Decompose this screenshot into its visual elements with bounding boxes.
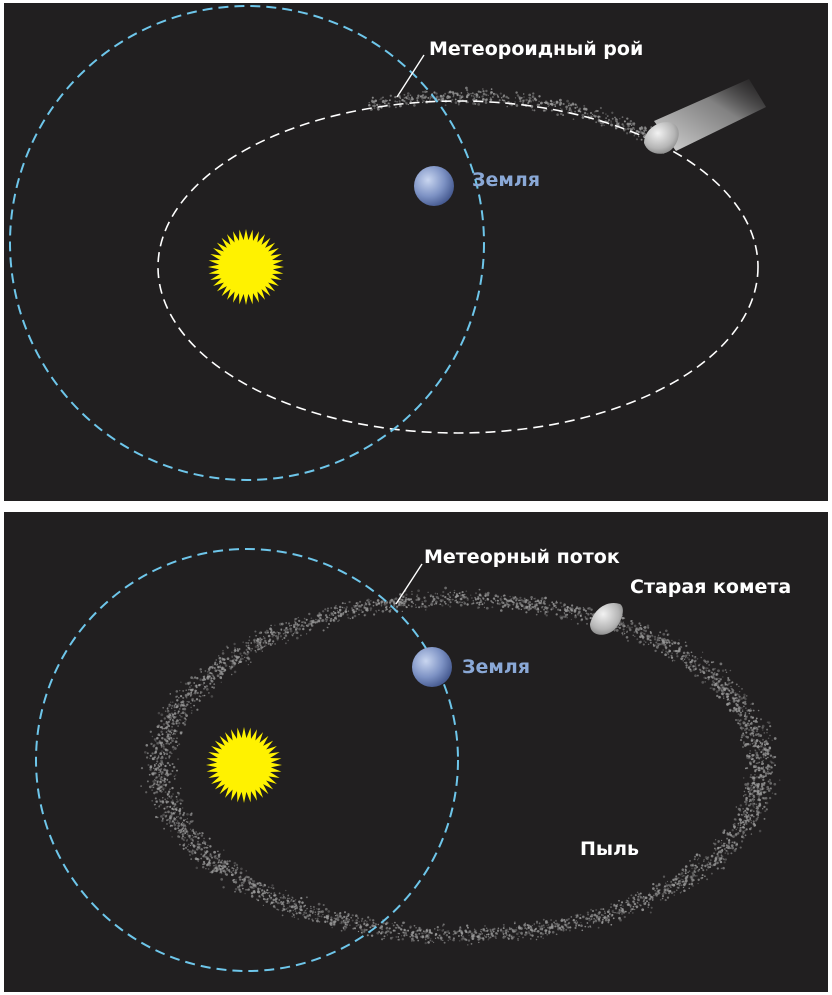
stream-leader-line: [395, 563, 423, 605]
stream-label: Метеорный поток: [424, 546, 620, 568]
comet-icon: [644, 79, 766, 154]
dust-ring: [140, 586, 781, 946]
swarm-leader-line: [396, 54, 425, 98]
earth-label: Земля: [462, 656, 530, 678]
sun-icon: [206, 727, 282, 803]
earth-icon: [412, 647, 452, 687]
meteor-stream-panel: Метеорный поток Земля Старая комета Пыль: [4, 512, 828, 992]
swarm-label: Метеороидный рой: [429, 38, 643, 60]
earth-orbit: [35, 548, 459, 972]
meteoroid-swarm-panel: Метеороидный рой Земля: [4, 3, 828, 501]
dust-label: Пыль: [580, 838, 639, 860]
earth-icon: [414, 166, 454, 206]
comet-icon: [590, 602, 623, 635]
meteoroid-swarm-dust: [368, 86, 665, 154]
comet-label: Старая комета: [630, 576, 791, 598]
earth-orbit: [9, 5, 485, 481]
meteoroid-swarm-diagram: Метеороидный рой Земля: [9, 5, 766, 481]
earth-label: Земля: [472, 169, 540, 191]
sun-icon: [208, 229, 284, 305]
comet-orbit: [157, 100, 759, 434]
meteor-stream-diagram: Метеорный поток Земля Старая комета Пыль: [35, 546, 791, 972]
